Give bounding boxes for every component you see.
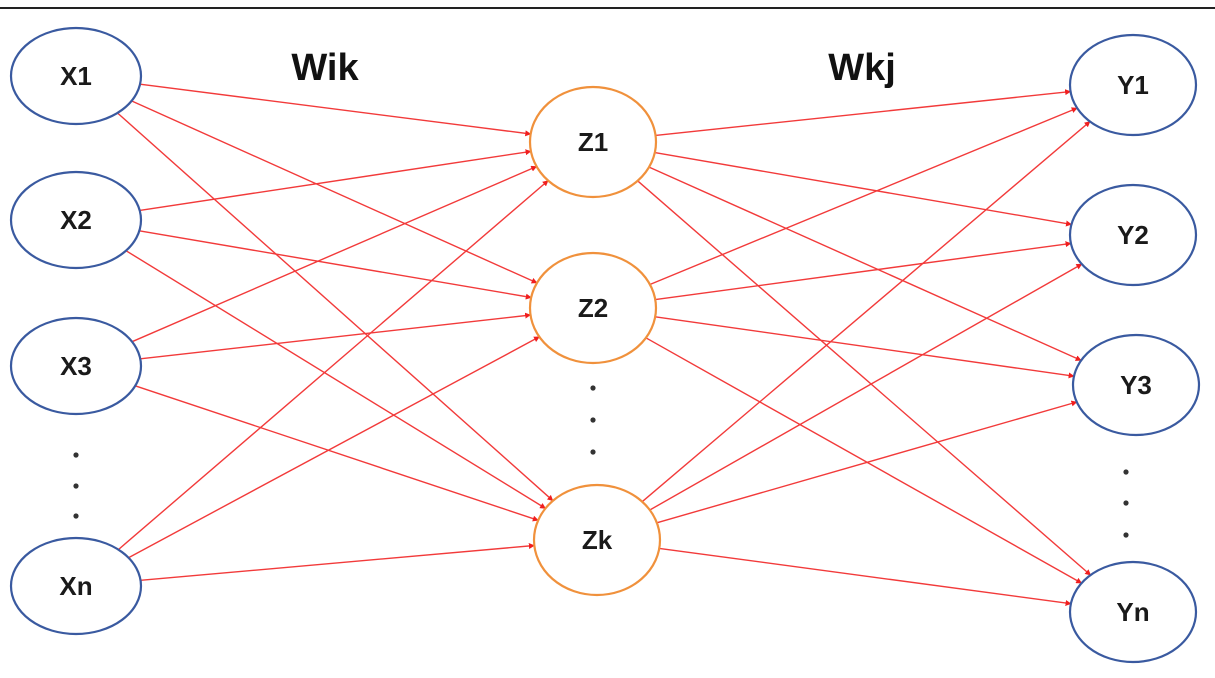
node-yn: Yn [1068, 560, 1198, 664]
connection-z2-y3 [655, 316, 1075, 379]
node-circle [528, 85, 658, 199]
weight-label-input-hidden: Wik [291, 47, 359, 89]
node-circle [1068, 183, 1198, 287]
node-label: Y3 [1120, 370, 1152, 400]
ellipsis-dot-hidden-1 [590, 417, 596, 423]
node-label: X3 [60, 351, 92, 381]
connection-x3-zk [134, 385, 539, 522]
node-y2: Y2 [1068, 183, 1198, 287]
node-label: Y2 [1117, 220, 1149, 250]
connection-x2-z2 [139, 230, 532, 300]
node-circle [9, 536, 143, 636]
connection-z2-y1 [649, 107, 1078, 286]
node-circle [9, 316, 143, 416]
node-circle [528, 251, 658, 365]
node-circle [9, 26, 143, 126]
node-x1: X1 [9, 26, 143, 126]
connection-x2-z1 [139, 149, 532, 212]
connection-x1-z2 [131, 100, 538, 284]
ellipsis-dot-input-2 [73, 513, 79, 519]
connection-z2-y2 [655, 241, 1072, 301]
connection-zk-y1 [641, 120, 1091, 503]
node-z2: Z2 [528, 251, 658, 365]
node-x3: X3 [9, 316, 143, 416]
connection-x3-z1 [131, 165, 538, 343]
node-zk: Zk [532, 483, 662, 597]
node-circle [9, 170, 143, 270]
ellipses [73, 385, 1129, 538]
ellipsis-dot-output-0 [1123, 469, 1129, 475]
node-label: Z2 [578, 293, 608, 323]
node-x2: X2 [9, 170, 143, 270]
connections [117, 83, 1092, 606]
connection-z1-y2 [654, 151, 1072, 227]
connection-xn-z1 [117, 180, 549, 551]
ellipsis-dot-hidden-0 [590, 385, 596, 391]
node-circle [532, 483, 662, 597]
node-circle [1071, 333, 1201, 437]
connection-zk-y3 [656, 400, 1078, 524]
connection-zk-yn [659, 547, 1072, 606]
ellipsis-dot-hidden-2 [590, 449, 596, 455]
connection-x2-zk [125, 250, 547, 509]
node-label: X1 [60, 61, 92, 91]
connection-zk-y2 [649, 263, 1083, 511]
ellipsis-dot-input-0 [73, 452, 79, 458]
connection-x3-z2 [140, 312, 532, 360]
weight-label-hidden-output: Wkj [828, 47, 896, 89]
ellipsis-dot-output-2 [1123, 532, 1129, 538]
connection-z2-yn [645, 337, 1083, 584]
node-xn: Xn [9, 536, 143, 636]
node-label: Zk [582, 525, 613, 555]
connection-z1-yn [637, 180, 1092, 576]
node-label: Yn [1116, 597, 1149, 627]
node-circle [1068, 33, 1198, 137]
connection-xn-z2 [128, 336, 540, 559]
node-label: Xn [59, 571, 92, 601]
ellipsis-dot-output-1 [1123, 500, 1129, 506]
ellipsis-dot-input-1 [73, 483, 79, 489]
connection-xn-zk [140, 542, 535, 581]
node-label: Z1 [578, 127, 608, 157]
connection-x1-z1 [139, 83, 532, 137]
node-z1: Z1 [528, 85, 658, 199]
connection-z1-y3 [648, 166, 1082, 362]
node-y3: Y3 [1071, 333, 1201, 437]
node-y1: Y1 [1068, 33, 1198, 137]
node-circle [1068, 560, 1198, 664]
node-label: X2 [60, 205, 92, 235]
connection-x1-zk [117, 112, 554, 502]
node-label: Y1 [1117, 70, 1149, 100]
connection-z1-y1 [655, 89, 1072, 137]
